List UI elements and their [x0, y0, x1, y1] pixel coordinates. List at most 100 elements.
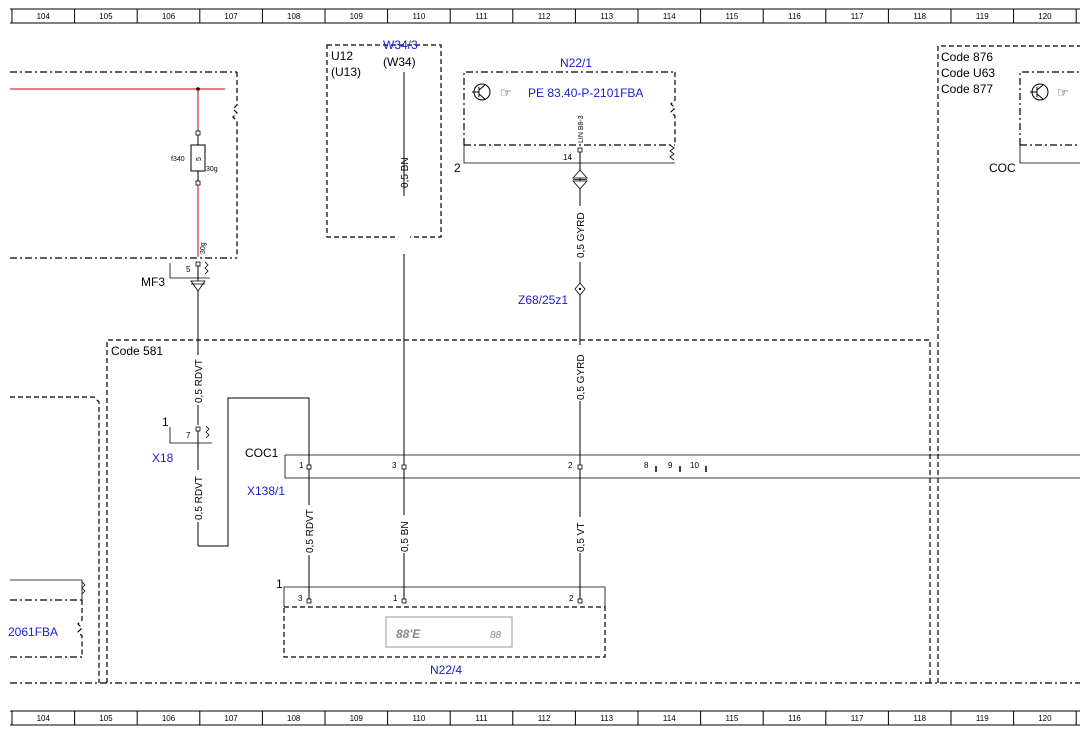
top-ruler-column-116: 116 — [788, 12, 801, 21]
fuse-box-region: f340 5 30g 30g — [10, 71, 238, 259]
w34-label: W34/3 — [383, 38, 418, 52]
x138-pin-1: 1 — [299, 461, 304, 470]
n22-1-side-num: 2 — [454, 161, 461, 175]
n22-1-module: N22/1 ☞ PE 83.40-P-2101FBA LIN B8-3 14 2 — [454, 56, 676, 175]
bottom-ruler-column-115: 115 — [726, 714, 739, 723]
u12-component: U12 (U13) W34/3 (W34) 0,5 BN — [326, 38, 442, 467]
n22-1-label: N22/1 — [560, 56, 592, 70]
left-ref: 2061FBA — [8, 625, 58, 639]
x138-label: X138/1 — [247, 484, 285, 498]
bottom-ruler-column-111: 111 — [475, 714, 488, 723]
code-u63: Code U63 — [941, 66, 995, 80]
wire-vt-lower: 0,5 VT — [576, 523, 587, 552]
top-ruler-column-111: 111 — [475, 12, 488, 21]
n22-1-pin-num: 14 — [563, 153, 572, 162]
bottom-ruler: 104 105 106 107 108 109 110 111 112 113 114 115 116 1… — [10, 710, 1080, 726]
bottom-ruler-column-108: 108 — [287, 714, 301, 723]
top-ruler-column-113: 113 — [600, 12, 613, 21]
w34-alt-label: (W34) — [383, 55, 416, 69]
x138-pin-10: 10 — [690, 461, 699, 470]
bottom-ruler-column-117: 117 — [851, 714, 864, 723]
top-ruler-column-105: 105 — [99, 12, 113, 21]
gyrd-wire: 0,5 GYRD Z68/25z1 0,5 GYRD — [518, 152, 588, 467]
wire-gyrd-upper: 0,5 GYRD — [576, 212, 587, 258]
fuse-bottom: 30g — [200, 242, 207, 254]
n22-4-label: N22/4 — [430, 663, 462, 677]
bottom-ruler-column-109: 109 — [350, 714, 364, 723]
top-ruler-column-119: 119 — [976, 12, 989, 21]
x138-pin-2: 2 — [568, 461, 573, 470]
coc1-label: COC1 — [245, 446, 279, 460]
u13-label: (U13) — [331, 65, 361, 79]
wire-rdvt-upper: 0,5 RDVT — [194, 359, 205, 403]
x18-pin: 7 — [186, 431, 191, 440]
rdvt-wire: 0,5 RDVT 7 1 X18 0,5 RDVT — [152, 291, 310, 547]
bottom-ruler-column-110: 110 — [413, 714, 426, 723]
bottom-ruler-column-106: 106 — [162, 714, 176, 723]
n22-4-pin-1: 1 — [393, 594, 398, 603]
x138-connector: COC1 X138/1 1 3 2 8 9 10 — [245, 446, 1080, 498]
fuse-rating: 5 — [196, 157, 203, 161]
pointing-hand-icon-right: ☞ — [1057, 85, 1069, 100]
bottom-ruler-column-120: 120 — [1038, 714, 1052, 723]
bottom-ruler-column-107: 107 — [224, 714, 238, 723]
wire-bn-upper: 0,5 BN — [400, 157, 411, 188]
bottom-ruler-column-119: 119 — [976, 714, 989, 723]
display-icon — [385, 616, 513, 648]
pointing-hand-icon: ☞ — [500, 85, 512, 100]
coc-right: COC — [989, 161, 1016, 175]
display-glyph-left: 88'E — [396, 627, 421, 641]
top-ruler-column-107: 107 — [224, 12, 238, 21]
top-ruler-column-110: 110 — [413, 12, 426, 21]
top-ruler-column-114: 114 — [663, 12, 676, 21]
top-ruler-column-108: 108 — [287, 12, 301, 21]
code-581-region: Code 581 — [106, 339, 931, 683]
n22-1-pin-label: LIN B8-3 — [578, 115, 585, 143]
top-ruler-column-104: 104 — [37, 12, 51, 21]
wire-bn-lower: 0,5 BN — [400, 521, 411, 552]
bottom-ruler-column-114: 114 — [663, 714, 676, 723]
bottom-ruler-column-118: 118 — [913, 714, 926, 723]
right-code-region: Code 876 Code U63 Code 877 ☞ COC — [937, 45, 1080, 683]
fuse-side: 30g — [206, 166, 218, 173]
n22-4-module: 1 3 1 2 88'E 88 N22/4 — [276, 577, 606, 677]
x138-pin-3: 3 — [392, 461, 397, 470]
top-ruler-column-112: 112 — [538, 12, 551, 21]
wire-gyrd-lower: 0,5 GYRD — [576, 354, 587, 400]
bottom-ruler-column-105: 105 — [99, 714, 113, 723]
wire-rdvt-lower: 0,5 RDVT — [194, 476, 205, 520]
x18-label: X18 — [152, 451, 174, 465]
n22-1-ref: PE 83.40-P-2101FBA — [528, 86, 643, 100]
lower-wires: 0,5 RDVT 0,5 BN 0,5 VT — [303, 469, 587, 600]
x138-pin-9: 9 — [668, 461, 673, 470]
top-ruler-column-117: 117 — [851, 12, 864, 21]
bottom-ruler-column-113: 113 — [600, 714, 613, 723]
top-ruler-column-118: 118 — [913, 12, 926, 21]
top-ruler-column-115: 115 — [726, 12, 739, 21]
n22-4-pin-3: 3 — [298, 594, 303, 603]
display-glyph-right: 88 — [490, 630, 502, 641]
code-581-label: Code 581 — [111, 344, 163, 358]
left-side-boxes: 2061FBA — [8, 396, 100, 683]
bottom-ruler-column-104: 104 — [37, 714, 51, 723]
fuse-label: f340 — [171, 156, 185, 163]
bottom-ruler-column-116: 116 — [788, 714, 801, 723]
code-877: Code 877 — [941, 82, 993, 96]
wire-rdvt-n22: 0,5 RDVT — [305, 509, 316, 553]
mf3-connector-icon — [190, 280, 206, 292]
top-ruler-column-106: 106 — [162, 12, 176, 21]
bottom-ruler-column-112: 112 — [538, 714, 551, 723]
mf3-label: MF3 — [141, 275, 165, 289]
x18-num: 1 — [162, 415, 169, 429]
n22-4-num: 1 — [276, 577, 283, 591]
code-876: Code 876 — [941, 50, 993, 64]
n22-4-pin-2: 2 — [569, 594, 574, 603]
mf3-pin: 5 — [186, 265, 191, 274]
mf3-connector: 5 MF3 — [141, 261, 210, 292]
top-ruler-column-120: 120 — [1038, 12, 1052, 21]
x138-pin-8: 8 — [644, 461, 649, 470]
u12-label: U12 — [331, 49, 353, 63]
z68-label: Z68/25z1 — [518, 293, 568, 307]
